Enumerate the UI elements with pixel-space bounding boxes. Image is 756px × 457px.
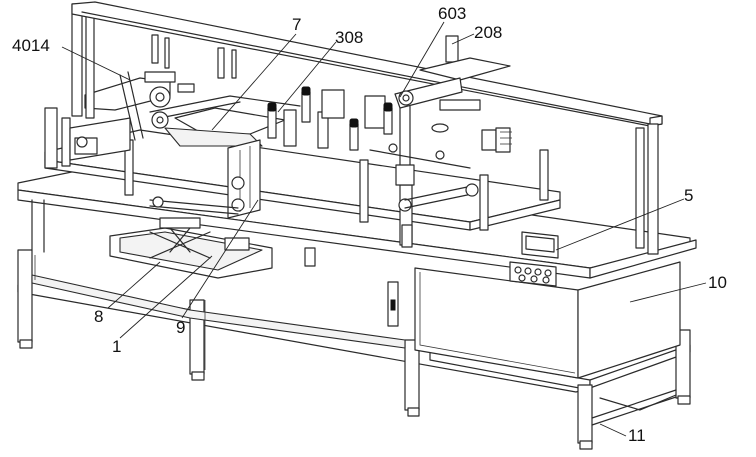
callout-4014: 4014 [12,36,50,55]
right-carriage [369,35,512,212]
callout-5: 5 [684,186,693,205]
control-panel [509,231,559,287]
work-plate [149,95,301,147]
callout-208: 208 [474,23,502,42]
callout-10: 10 [708,273,727,292]
left-mechanism [44,71,195,169]
cabinet [387,261,681,379]
callout-7: 7 [292,15,301,34]
callout-9: 9 [176,318,185,337]
callout-603: 603 [438,4,466,23]
leader-lines [61,21,707,437]
callout-11: 11 [628,426,646,445]
callout-1: 1 [112,337,121,356]
callout-308: 308 [335,28,363,47]
gantry [71,1,663,255]
base-frame [17,249,691,450]
callout-8: 8 [94,307,103,326]
vertical-guide [149,139,261,219]
callout-labels: 4014 7 308 603 208 5 10 8 1 9 11 [12,4,727,445]
clamp-tools [267,86,393,151]
